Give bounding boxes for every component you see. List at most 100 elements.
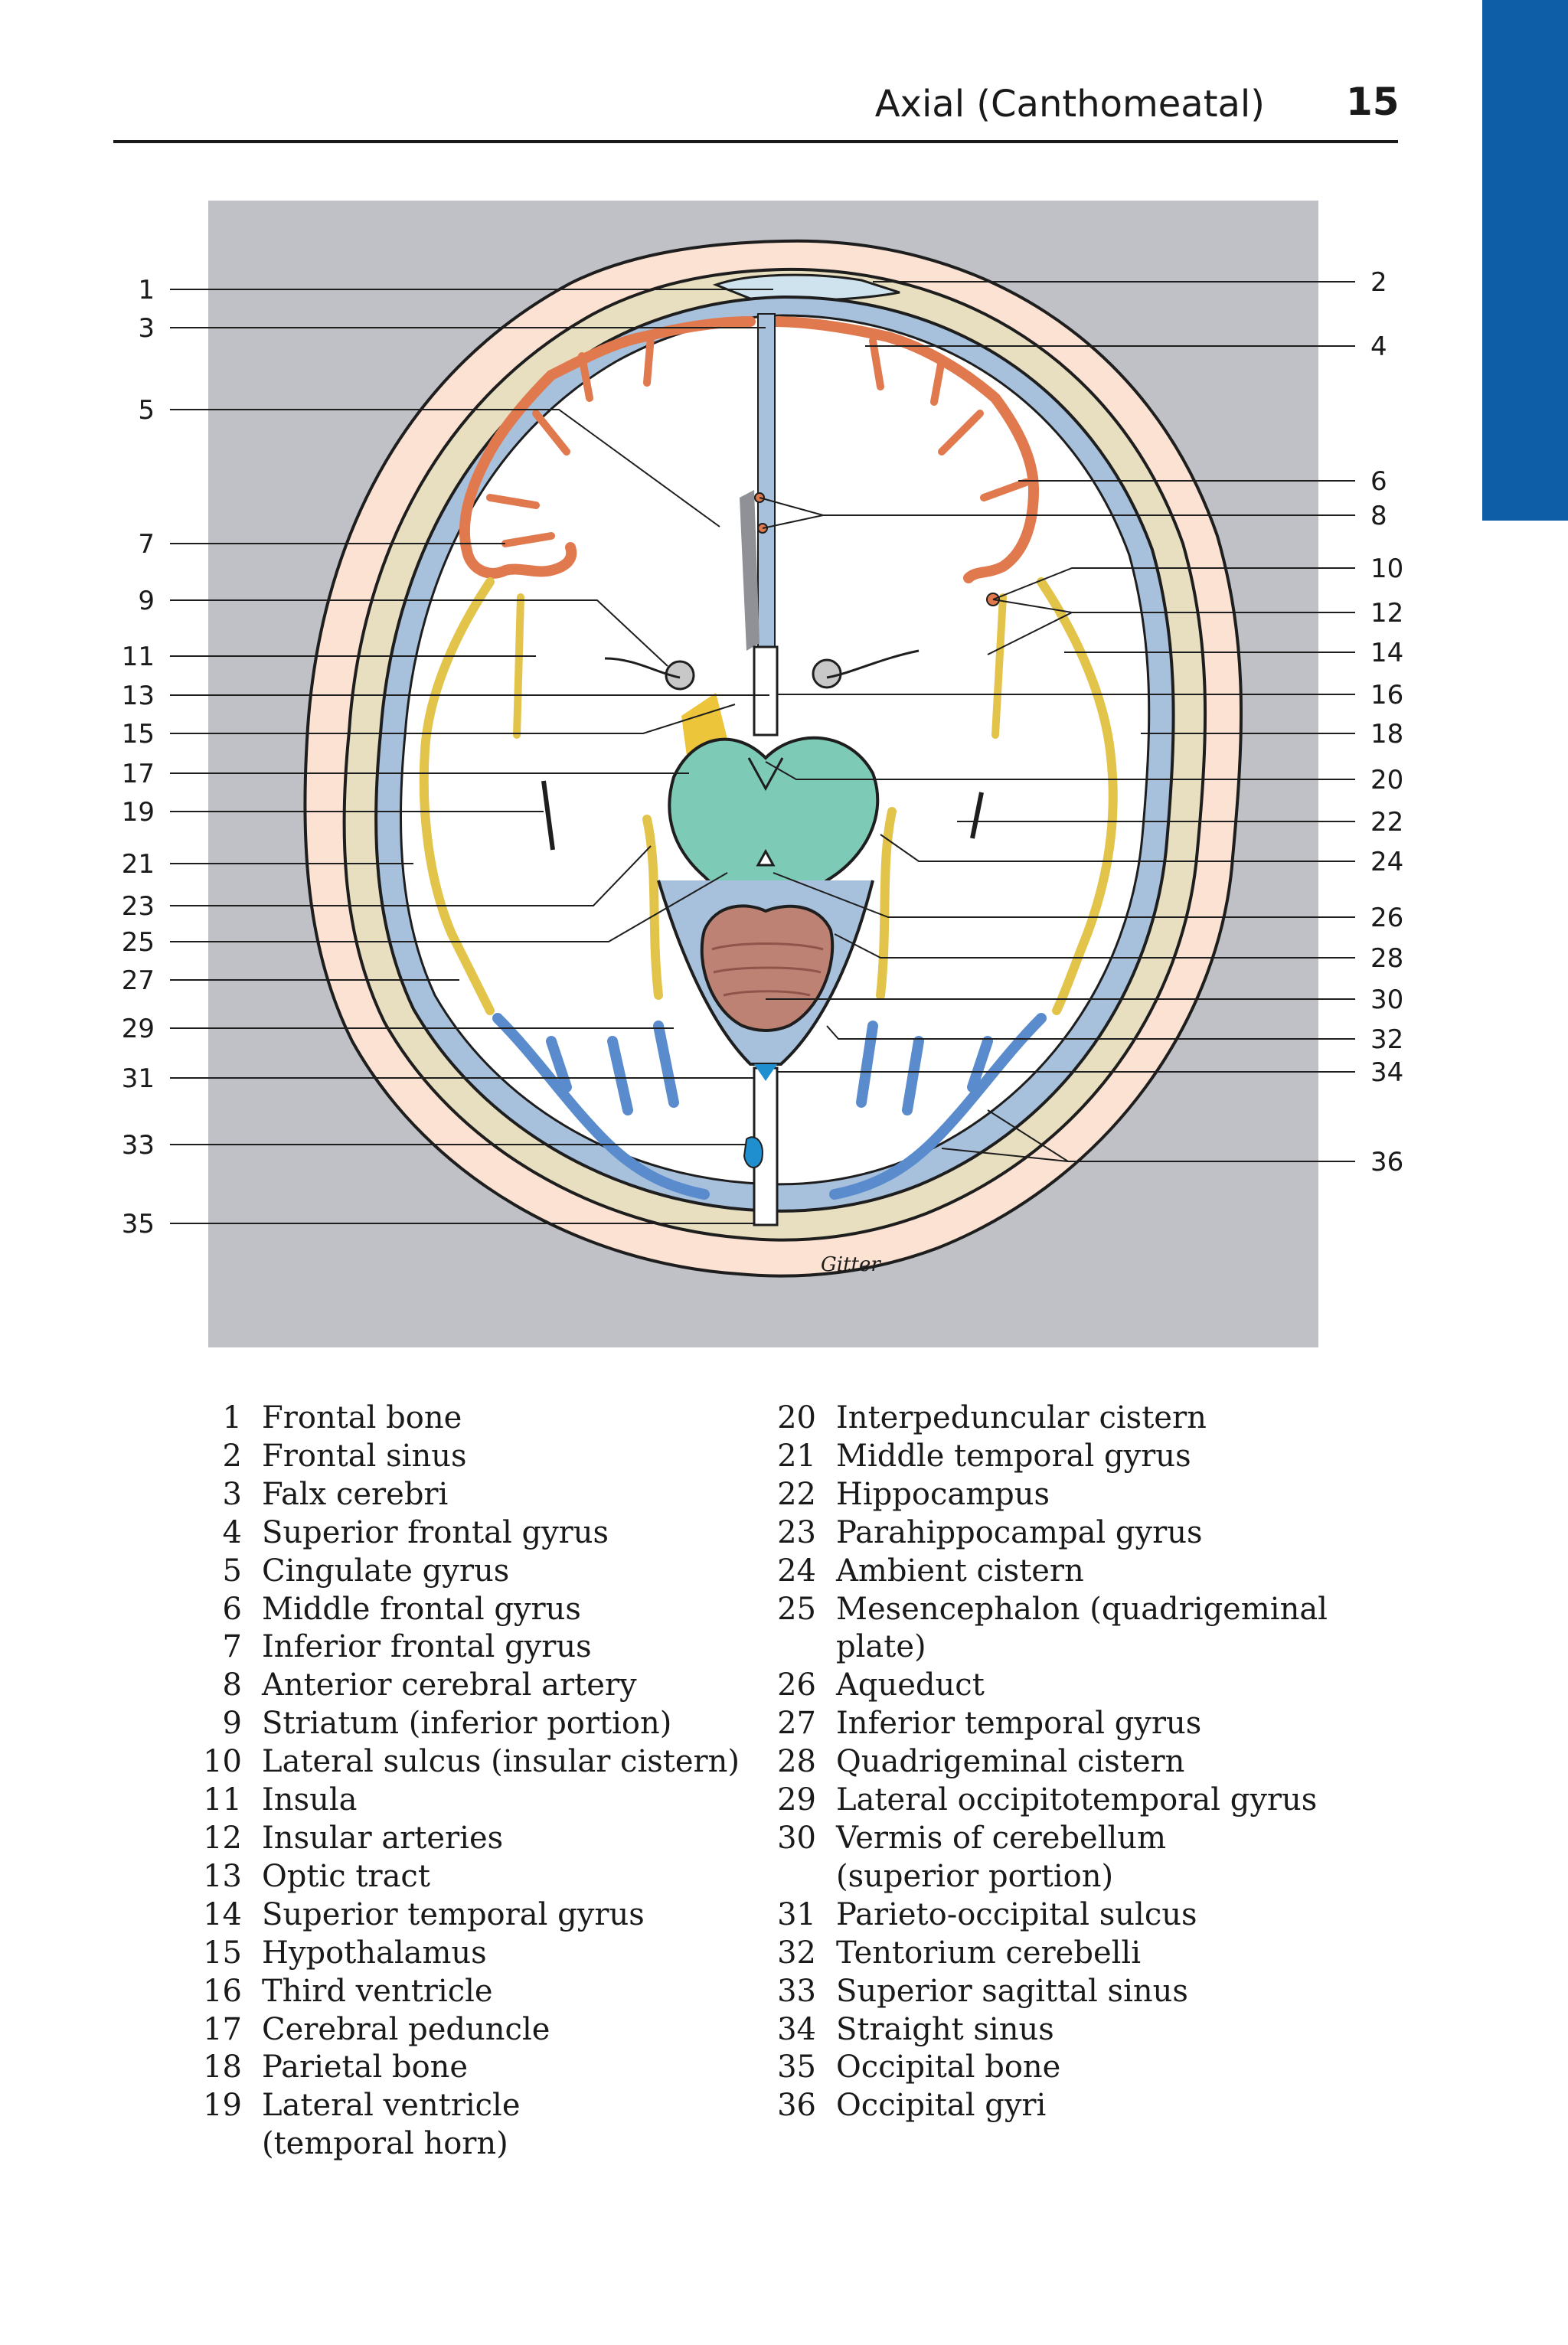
legend-number: 9 (222, 1706, 242, 1742)
legend-number: 22 (777, 1476, 816, 1512)
right-optic-tract (812, 658, 842, 689)
legend-number: 25 (777, 1591, 816, 1627)
legend-label: Parietal bone (262, 2049, 469, 2085)
legend-label: Inferior frontal gyrus (262, 1629, 592, 1665)
legend-number: 19 (203, 2088, 242, 2124)
falx-gray (740, 490, 760, 651)
callout-6: 6 (1370, 466, 1387, 497)
frontal-sulci-left (486, 333, 655, 547)
left-occipital-cortex (492, 1013, 710, 1200)
callout-4: 4 (1370, 332, 1387, 362)
legend-number: 31 (777, 1896, 816, 1932)
callout-22: 22 (1370, 807, 1403, 838)
callout-13: 13 (122, 681, 155, 711)
frontal-sulci-right (869, 337, 1030, 501)
legend-number: 36 (777, 2088, 816, 2124)
legend-label: Middle frontal gyrus (262, 1591, 581, 1627)
third-ventricle (753, 645, 779, 736)
legend-label: Quadrigeminal cistern (836, 1744, 1185, 1780)
right-parahippocampal (876, 807, 897, 1000)
legend-number: 12 (203, 1820, 242, 1856)
callout-23: 23 (122, 891, 155, 922)
callout-32: 32 (1370, 1024, 1403, 1055)
legend-number: 23 (777, 1514, 816, 1550)
right-number-labels: 2 4 6 8 10 12 14 16 18 20 22 24 26 28 30… (1370, 267, 1403, 1177)
callout-15: 15 (122, 719, 155, 750)
legend-number: 14 (203, 1896, 242, 1932)
callout-17: 17 (122, 759, 155, 789)
callout-8: 8 (1370, 501, 1387, 531)
callout-10: 10 (1370, 554, 1403, 584)
legend-item: 23 Parahippocampal gyrus (766, 1514, 1328, 1553)
legend-number: 16 (203, 1973, 242, 2009)
legend-label: Third ventricle (262, 1973, 493, 2009)
legend-label: Straight sinus (836, 2011, 1054, 2047)
callout-34: 34 (1370, 1057, 1403, 1088)
right-temporal-cortex (1037, 577, 1118, 1015)
callout-33: 33 (122, 1130, 155, 1161)
page-title: Axial (Canthomeatal) (874, 83, 1265, 126)
legend-label: Hypothalamus (262, 1935, 487, 1971)
left-number-labels: 1 3 5 7 9 11 13 15 17 19 21 23 25 27 29 … (122, 275, 155, 1239)
legend-number: 1 (222, 1400, 242, 1435)
legend-number: 10 (203, 1744, 242, 1780)
legend-label: Occipital gyri (836, 2088, 1047, 2124)
callout-7: 7 (138, 529, 155, 560)
callout-16: 16 (1370, 680, 1403, 710)
legend-label: Vermis of cerebellum (superior portion) (836, 1820, 1166, 1894)
legend-label: Anterior cerebral artery (262, 1667, 637, 1703)
callout-1: 1 (138, 275, 155, 305)
left-temporal-cortex (419, 577, 495, 1015)
legend-number: 7 (222, 1629, 242, 1665)
legend-number: 2 (222, 1438, 242, 1474)
legend-item: 17 Cerebral peduncle (191, 2011, 740, 2049)
legend-label: Middle temporal gyrus (836, 1438, 1191, 1474)
legend-number: 27 (777, 1706, 816, 1742)
legend-label: Cerebral peduncle (262, 2011, 550, 2047)
legend-number: 5 (222, 1553, 242, 1589)
legend-label: Hippocampus (836, 1476, 1050, 1512)
right-insula-strip (991, 593, 1007, 739)
legend-label: Falx cerebri (262, 1476, 449, 1512)
legend-item: 16 Third ventricle (191, 1973, 740, 2011)
callout-21: 21 (122, 849, 155, 880)
callout-11: 11 (122, 642, 155, 672)
chapter-side-tab (1482, 0, 1568, 521)
legend-number: 6 (222, 1591, 242, 1627)
callout-14: 14 (1370, 638, 1403, 668)
left-insula-strip (513, 593, 524, 739)
right-occipital-cortex (829, 1013, 1047, 1200)
legend-label: Interpeduncular cistern (836, 1400, 1207, 1435)
legend-item: 36 Occipital gyri (766, 2087, 1328, 2125)
legend-label: Parahippocampal gyrus (836, 1514, 1203, 1550)
callout-2: 2 (1370, 267, 1387, 298)
axial-brain-figure: 1 3 5 7 9 11 13 15 17 19 21 23 25 27 29 … (122, 201, 1403, 1347)
right-frontal-cortex (768, 316, 1040, 583)
legend-number: 21 (777, 1438, 816, 1474)
superior-sagittal-sinus (743, 1136, 763, 1168)
callout-35: 35 (122, 1209, 155, 1239)
left-optic-tract (665, 660, 695, 691)
legend-item: 6 Middle frontal gyrus (191, 1591, 740, 1629)
legend-label: Tentorium cerebelli (836, 1935, 1142, 1971)
legend-label: Ambient cistern (836, 1553, 1084, 1589)
falx-cerebri (757, 313, 776, 652)
legend-number: 33 (777, 1973, 816, 2009)
legend-number: 17 (203, 2011, 242, 2047)
